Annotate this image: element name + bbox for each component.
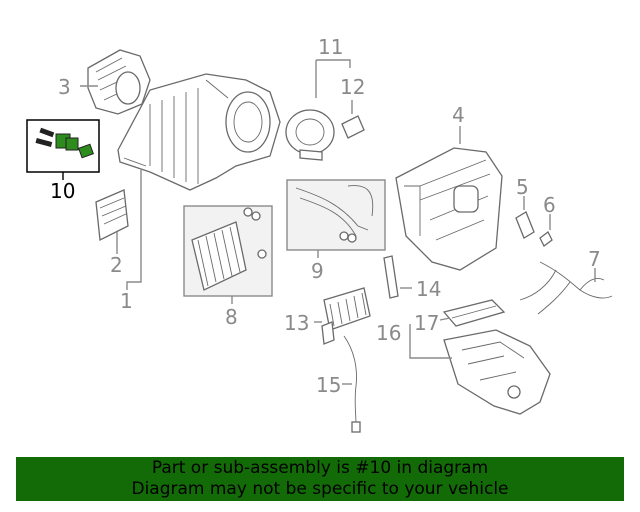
part-16-lower-case: [443, 329, 551, 415]
callout-6[interactable]: 6: [543, 193, 556, 217]
callout-17[interactable]: 17: [414, 311, 439, 335]
part-15-drain-hose: [343, 335, 361, 433]
part-5-actuator: [515, 211, 535, 239]
parts-diagram: 3 1 10 2 8: [26, 35, 613, 433]
leader-16: [409, 324, 452, 359]
info-banner: Part or sub-assembly is #10 in diagram D…: [16, 457, 624, 501]
callout-8[interactable]: 8: [225, 305, 238, 329]
callout-5[interactable]: 5: [516, 175, 529, 199]
part-13-evaporator: [321, 287, 371, 345]
part-3-blower-inlet: [87, 49, 151, 115]
callout-12[interactable]: 12: [340, 75, 365, 99]
leader-1: [126, 176, 142, 290]
callout-4[interactable]: 4: [452, 103, 465, 127]
part-10-box: [26, 119, 100, 173]
callout-10[interactable]: 10: [50, 179, 75, 203]
banner-line-1: Part or sub-assembly is #10 in diagram: [151, 458, 489, 478]
banner-line-2: Diagram may not be specific to your vehi…: [131, 479, 509, 499]
part-8-heater-core: [191, 207, 267, 291]
part-9-box: [286, 179, 386, 251]
callout-3[interactable]: 3: [58, 75, 71, 99]
part-12-resistor: [341, 115, 365, 139]
callout-7[interactable]: 7: [588, 247, 601, 271]
part-1-hvac-housing: [117, 73, 281, 191]
callout-13[interactable]: 13: [284, 311, 309, 335]
part-17-filter-tray: [442, 299, 506, 327]
leader-11b: [316, 59, 351, 68]
part-4-ac-case: [395, 147, 503, 271]
part-9-lines: [295, 185, 374, 243]
callout-11[interactable]: 11: [318, 35, 343, 59]
callout-2[interactable]: 2: [110, 253, 123, 277]
part-6-sensor: [539, 231, 553, 247]
callout-16[interactable]: 16: [376, 321, 401, 345]
part-7-harness: [519, 261, 613, 315]
callout-9[interactable]: 9: [311, 259, 324, 283]
part-10-fasteners: [35, 127, 94, 159]
part-14-sensor: [383, 255, 399, 299]
part-2-filter: [95, 189, 129, 242]
leader-17: [439, 317, 451, 321]
callout-1[interactable]: 1: [120, 289, 133, 313]
callout-14[interactable]: 14: [416, 277, 441, 301]
callout-15[interactable]: 15: [316, 373, 341, 397]
part-11-blower-motor: [285, 109, 335, 161]
